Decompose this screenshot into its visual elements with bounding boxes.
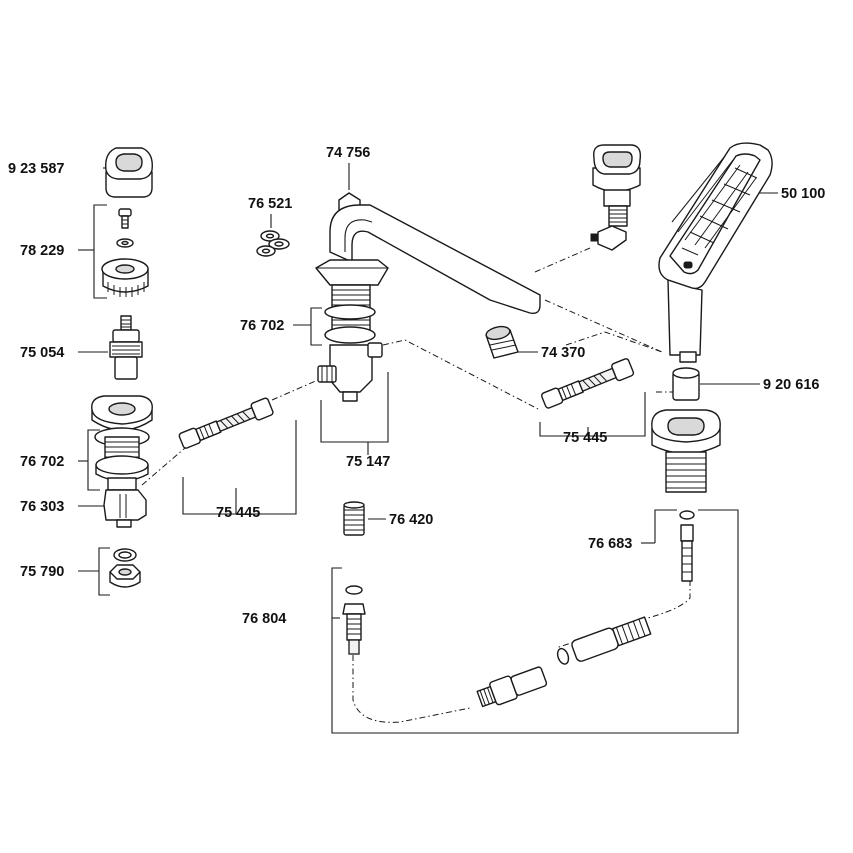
leader-lines: [78, 163, 778, 734]
part-label: 75 445: [216, 505, 260, 521]
square-handle-cap: [105, 147, 153, 198]
part-label: 9 20 616: [763, 377, 819, 393]
part-label: 74 370: [541, 345, 585, 361]
part-label: 75 445: [563, 430, 607, 446]
part-label: 50 100: [781, 186, 825, 202]
aerator: [485, 325, 519, 359]
flex-hose-right: [540, 358, 635, 409]
flex-hose-left: [178, 397, 274, 449]
part-number-labels: 9 23 587 78 229 75 054 76 702 76 303 75 …: [8, 145, 825, 627]
part-label: 76 683: [588, 536, 632, 552]
part-label: 76 420: [389, 512, 433, 528]
part-label: 75 147: [346, 454, 390, 470]
screw-washer-ring-nut: [101, 208, 149, 297]
spout-assembly: [315, 192, 541, 402]
part-label: 9 23 587: [8, 161, 64, 177]
part-label: 75 054: [20, 345, 64, 361]
o-ring-and-hex-nut: [109, 548, 141, 588]
part-label: 76 303: [20, 499, 64, 515]
part-label: 78 229: [20, 243, 64, 259]
washer-set: [256, 230, 290, 257]
hand-shower: [658, 142, 773, 363]
valve-cartridge: [109, 315, 143, 380]
deck-mount-flange-left: [91, 395, 153, 491]
part-label: 75 790: [20, 564, 64, 580]
part-label: 76 521: [248, 196, 292, 212]
elbow-connector: [103, 489, 147, 528]
part-label: 76 702: [20, 454, 64, 470]
diverter-handle-valve: [590, 144, 642, 251]
threaded-nipple: [343, 501, 365, 536]
spray-face-pattern: [671, 155, 758, 256]
part-label: 76 702: [240, 318, 284, 334]
hose-guide-base: [651, 409, 721, 493]
hose-end-fitting: [342, 585, 366, 655]
part-label: 76 804: [242, 611, 286, 627]
part-label: 74 756: [326, 145, 370, 161]
shower-hose-sleeve: [672, 367, 700, 401]
hose-weight-parts: [476, 510, 695, 708]
